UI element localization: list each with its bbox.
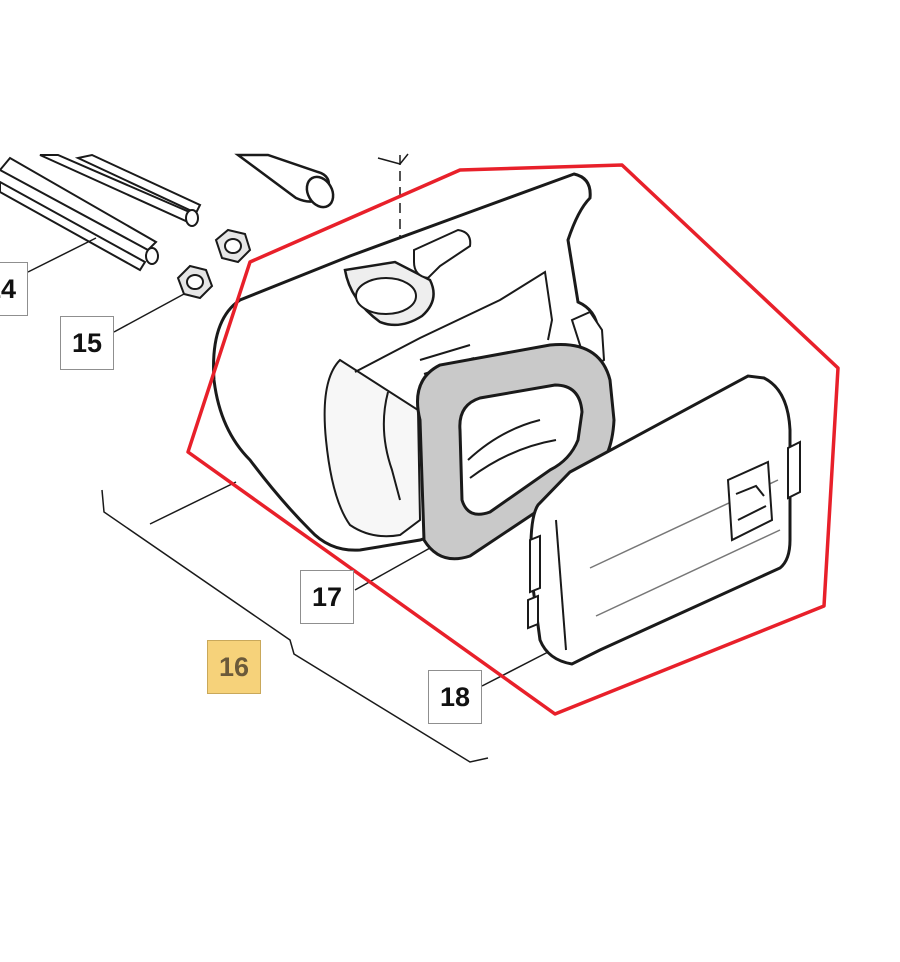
filter-element [416,342,616,561]
callout-15: 15 [60,316,114,370]
hose [234,153,335,209]
highlight-outline [186,163,840,716]
rods [0,153,202,272]
leader-15 [113,293,185,333]
nut-upper [214,228,252,264]
leader-16 [149,481,237,525]
rod-end-1 [145,247,159,265]
group-bracket-16 [101,489,489,763]
rod-end-2 [185,209,199,227]
callout-17: 17 [300,570,354,624]
callout-16[interactable]: 16 [207,640,261,694]
filter-cover [527,374,801,666]
callout-18: 18 [428,670,482,724]
leader-18 [481,649,553,687]
leader-17 [354,547,431,591]
nut-lower [176,264,214,300]
rod-2 [0,180,147,272]
rod-4 [74,153,202,215]
leader-14 [27,237,97,273]
rod-1 [0,156,158,252]
callout-14: 14 [0,262,28,316]
leader-lines [27,237,553,687]
